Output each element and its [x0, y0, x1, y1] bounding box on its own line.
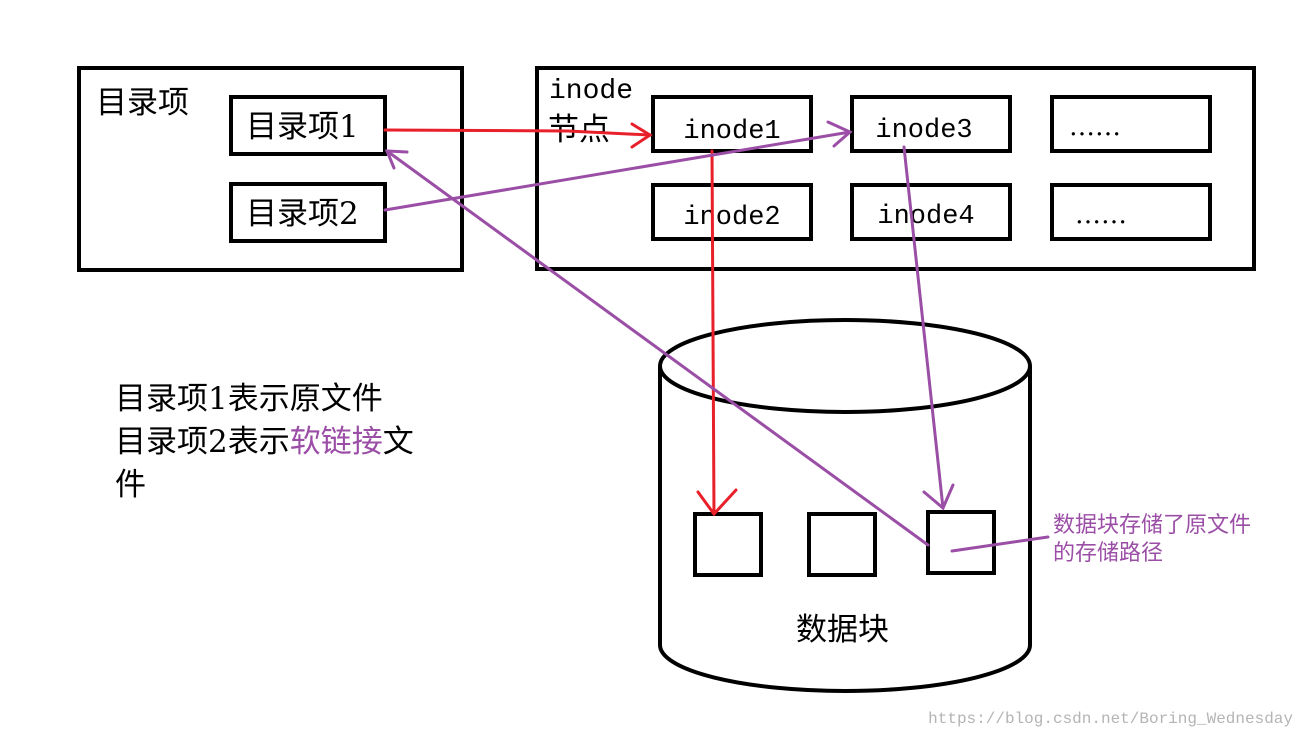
more-box-top [1050, 95, 1212, 153]
watermark: https://blog.csdn.net/Boring_Wednesday [928, 710, 1293, 728]
inode-area-box [535, 66, 1256, 271]
more-label-top: …… [1069, 112, 1121, 142]
arrow-inode3-to-block3 [902, 145, 945, 510]
datastore-note-line1: 数据块存储了原文件 [1053, 513, 1251, 538]
legend-line3: 件 [115, 467, 146, 503]
directory-entry2-box [229, 182, 387, 243]
inode-area-title-line1: inode [549, 76, 633, 107]
directory-box [77, 66, 464, 272]
legend-line2-prefix: 目录项2表示 [115, 424, 290, 460]
data-block-2 [807, 512, 877, 577]
legend-line1: 目录项1表示原文件 [115, 381, 383, 417]
data-block-cylinder [658, 318, 1032, 693]
inode3-label: inode3 [875, 116, 972, 146]
arrow-block3-to-entry1 [385, 149, 930, 547]
directory-entry1-label: 目录项1 [246, 109, 359, 145]
purple-arrows [383, 120, 1050, 553]
more-box-bottom [1050, 183, 1212, 241]
directory-entry2-label: 目录项2 [246, 196, 359, 232]
inode4-label: inode4 [877, 202, 974, 232]
more-label-bottom: …… [1075, 200, 1127, 230]
arrowhead-inode3 [826, 120, 853, 148]
datastore-note-line2: 的存储路径 [1053, 541, 1163, 566]
data-block-3 [926, 510, 996, 575]
arrowhead-entry1 [384, 149, 409, 170]
inode1-label: inode1 [683, 117, 780, 147]
legend-line2-highlight: 软链接 [290, 424, 383, 460]
data-block-label: 数据块 [796, 612, 889, 648]
data-block-1 [693, 512, 763, 577]
arrowhead-block3 [922, 483, 955, 511]
cylinder-top [658, 318, 1032, 414]
directory-title: 目录项 [96, 85, 189, 121]
directory-entry1-box [229, 95, 387, 156]
legend-line2: 目录项2表示软链接文 [115, 424, 414, 460]
legend-line2-suffix: 文 [383, 424, 414, 460]
arrowhead-inode1 [630, 122, 653, 149]
inode2-box [651, 183, 813, 241]
arrowhead-block1 [696, 488, 738, 517]
cylinder-body [658, 366, 1032, 693]
inode4-box [850, 183, 1012, 241]
red-arrows [383, 122, 738, 517]
arrow-entry2-to-inode3 [383, 130, 852, 212]
arrow-entry1-to-inode1 [383, 128, 652, 137]
inode2-label: inode2 [683, 203, 780, 233]
note-pointer [950, 535, 1050, 553]
arrow-inode1-to-block1 [710, 149, 716, 516]
inode3-box [850, 95, 1012, 153]
